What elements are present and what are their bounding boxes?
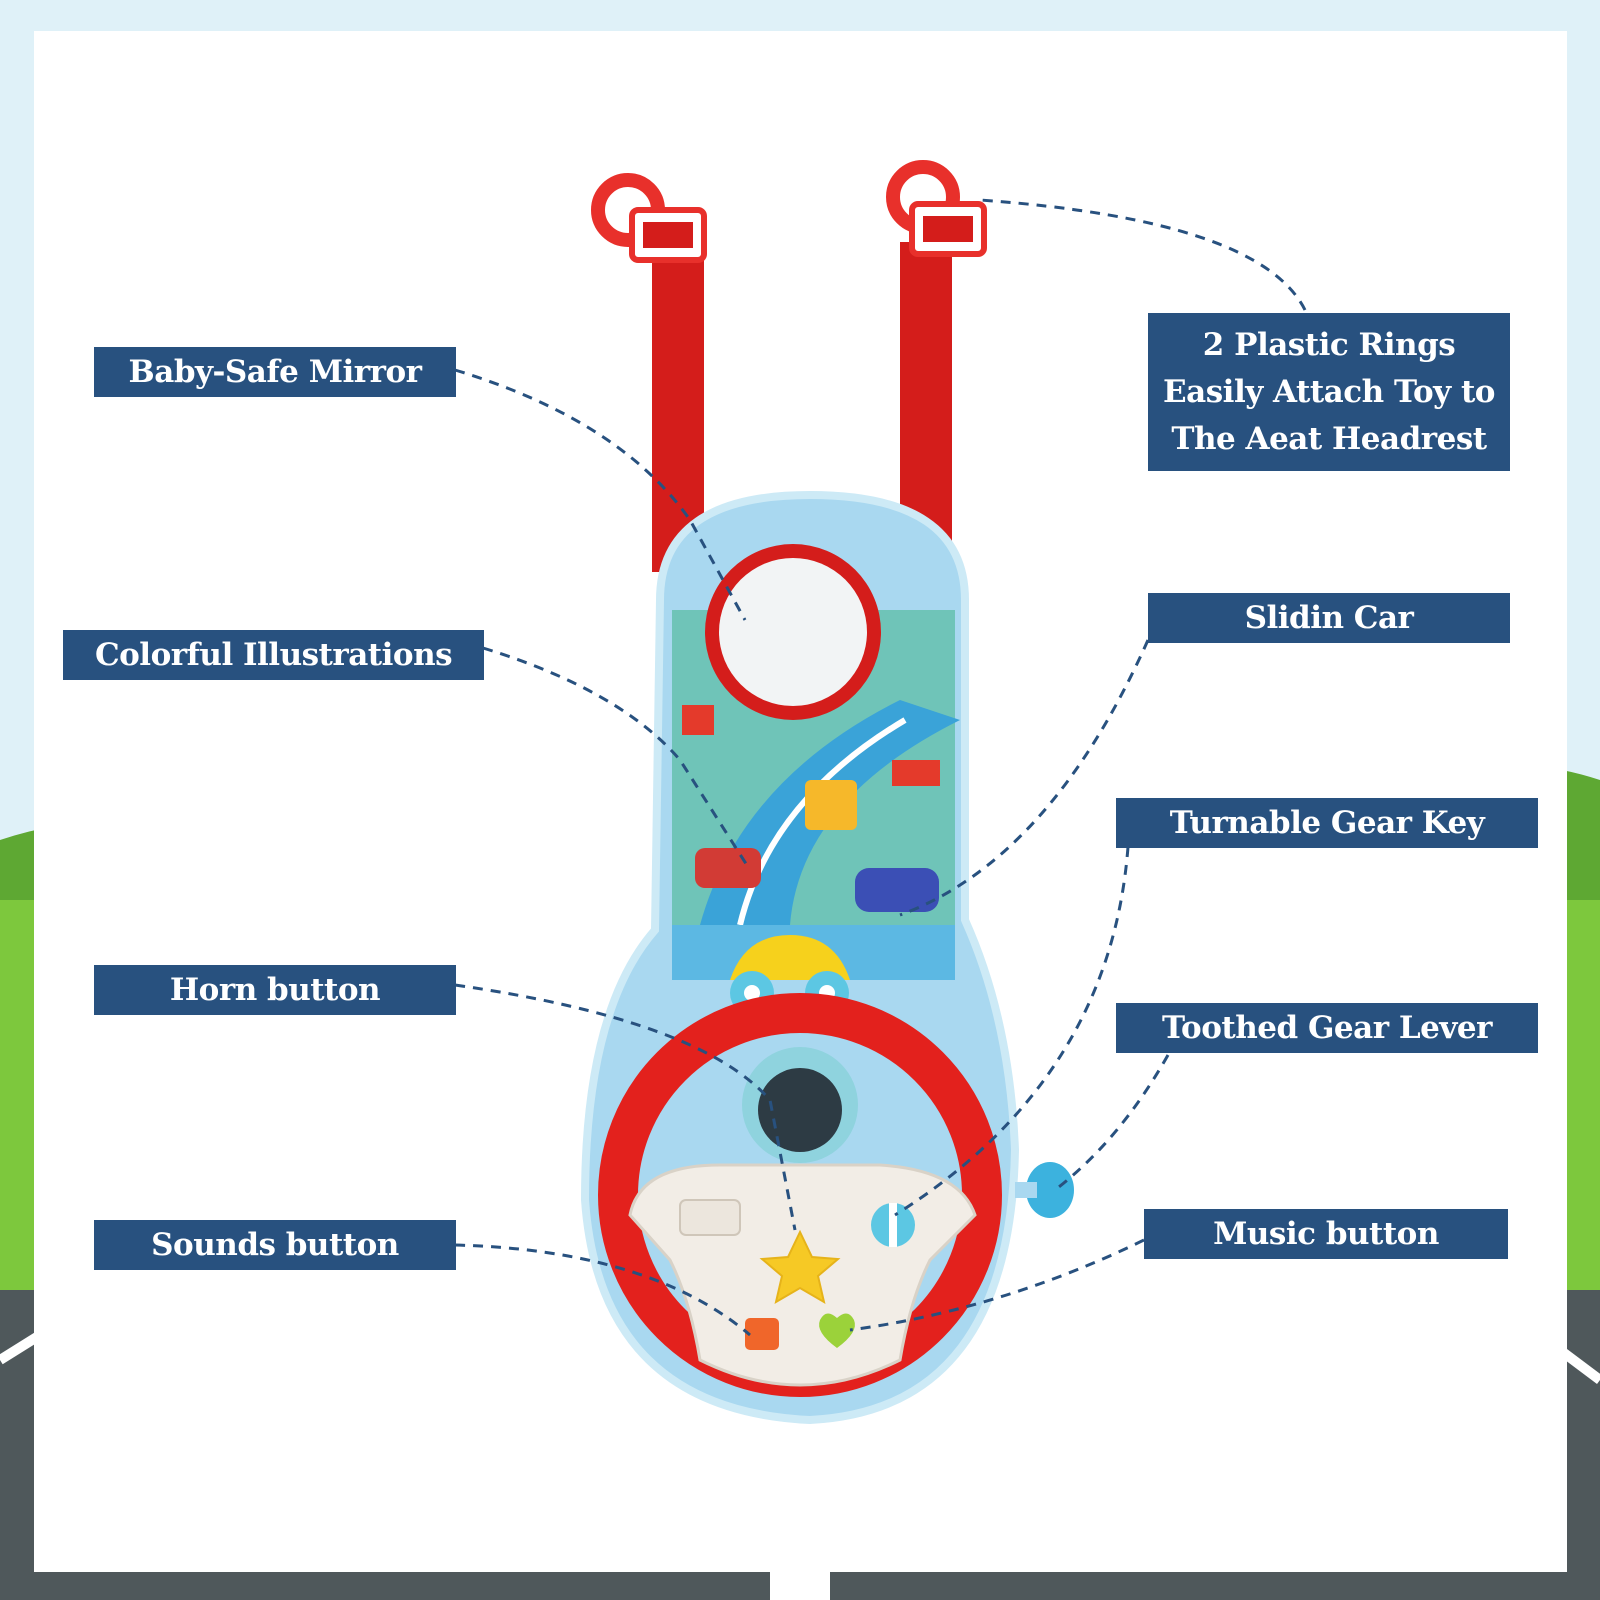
connector-rings — [979, 198, 1307, 311]
label-plastic-rings-line2: Easily Attach Toy to — [1163, 373, 1495, 410]
label-colorful-illustrations: Colorful Illustrations — [63, 630, 484, 680]
label-baby-safe-mirror: Baby-Safe Mirror — [94, 347, 456, 397]
label-slidin-car: Slidin Car — [1148, 593, 1510, 643]
label-horn-button: Horn button — [94, 965, 456, 1015]
heart-music-icon — [819, 1313, 855, 1348]
plastic-rings — [591, 160, 987, 263]
steering-wheel — [598, 993, 1002, 1397]
connector-illustrations — [482, 646, 752, 871]
connector-car — [899, 639, 1150, 917]
label-toothed-gear-lever: Toothed Gear Lever — [1116, 1003, 1538, 1053]
label-plastic-rings: 2 Plastic Rings Easily Attach Toy to The… — [1148, 313, 1510, 471]
star-horn-icon — [759, 1229, 841, 1305]
label-plastic-rings-line3: The Aeat Headrest — [1171, 420, 1487, 457]
connector-music — [849, 1238, 1145, 1332]
connector-sounds — [454, 1243, 751, 1337]
label-plastic-rings-line1: 2 Plastic Rings — [1202, 326, 1456, 363]
label-turnable-gear-key: Turnable Gear Key — [1116, 798, 1538, 848]
connector-gear-lever — [1054, 1054, 1170, 1192]
square-sounds-icon — [745, 1318, 779, 1350]
gear-key-icon — [871, 1203, 915, 1247]
gear-lever-icon — [1015, 1162, 1074, 1218]
mirror-icon — [705, 544, 881, 720]
connector-mirror — [454, 368, 747, 621]
label-sounds-button: Sounds button — [94, 1220, 456, 1270]
connector-gear-key — [894, 846, 1130, 1217]
connector-lines — [454, 198, 1307, 1337]
label-music-button: Music button — [1144, 1209, 1508, 1259]
